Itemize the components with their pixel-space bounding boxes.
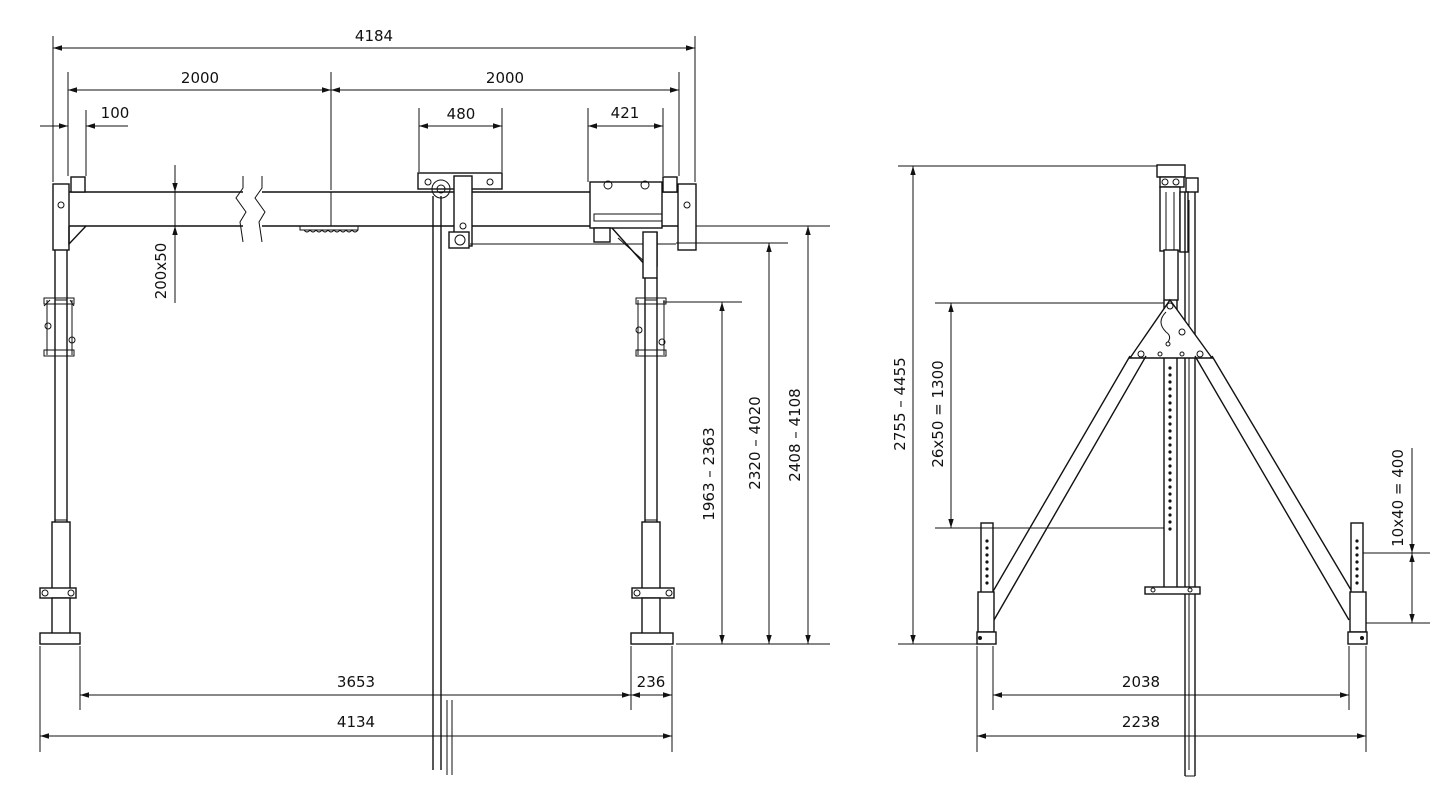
front-view: 4184 2000 2000 100 480 421 200x50 1963 –… — [39, 27, 830, 775]
side-head-plate — [1128, 298, 1214, 359]
side-dimension-lines — [910, 166, 1415, 739]
trolley — [417, 172, 676, 775]
dim-inner-span: 3653 — [337, 673, 375, 691]
dim-total-height: 2755 – 4455 — [891, 357, 909, 450]
dim-beam-section: 200x50 — [152, 243, 170, 300]
dim-trolley-width: 480 — [447, 105, 476, 123]
dimension-lines — [40, 45, 811, 739]
side-right-foot — [1347, 522, 1368, 645]
front-view-labels: 4184 2000 2000 100 480 421 200x50 1963 –… — [101, 27, 804, 731]
dim-half-left: 2000 — [181, 69, 219, 87]
right-support — [589, 176, 697, 279]
dim-total-bottom: 4134 — [337, 713, 375, 731]
dim-outer-foot-span: 2238 — [1122, 713, 1160, 731]
dim-adjust-holes: 26x50 = 1300 — [929, 360, 947, 467]
side-mast-top — [1156, 164, 1199, 301]
main-beam — [68, 176, 680, 243]
right-leg — [630, 278, 675, 645]
left-leg — [39, 176, 87, 645]
extension-lines — [39, 36, 830, 752]
side-diagonal-legs — [987, 355, 1358, 621]
dim-end-offset: 100 — [101, 104, 130, 122]
dim-foot-width: 236 — [637, 673, 666, 691]
dim-height-low: 1963 – 2363 — [700, 427, 718, 520]
side-left-foot — [976, 522, 997, 645]
dim-half-right: 2000 — [486, 69, 524, 87]
dim-total-top: 4184 — [355, 27, 393, 45]
dim-inner-foot-span: 2038 — [1122, 673, 1160, 691]
dim-height-mid: 2320 – 4020 — [746, 396, 764, 489]
dim-support-width: 421 — [611, 104, 640, 122]
side-view: 2755 – 4455 26x50 = 1300 10x40 = 400 203… — [891, 164, 1430, 777]
dim-height-high: 2408 – 4108 — [786, 388, 804, 481]
mast-holes — [1168, 366, 1172, 531]
dim-foot-holes: 10x40 = 400 — [1389, 449, 1407, 547]
side-view-labels: 2755 – 4455 26x50 = 1300 10x40 = 400 203… — [891, 357, 1407, 731]
